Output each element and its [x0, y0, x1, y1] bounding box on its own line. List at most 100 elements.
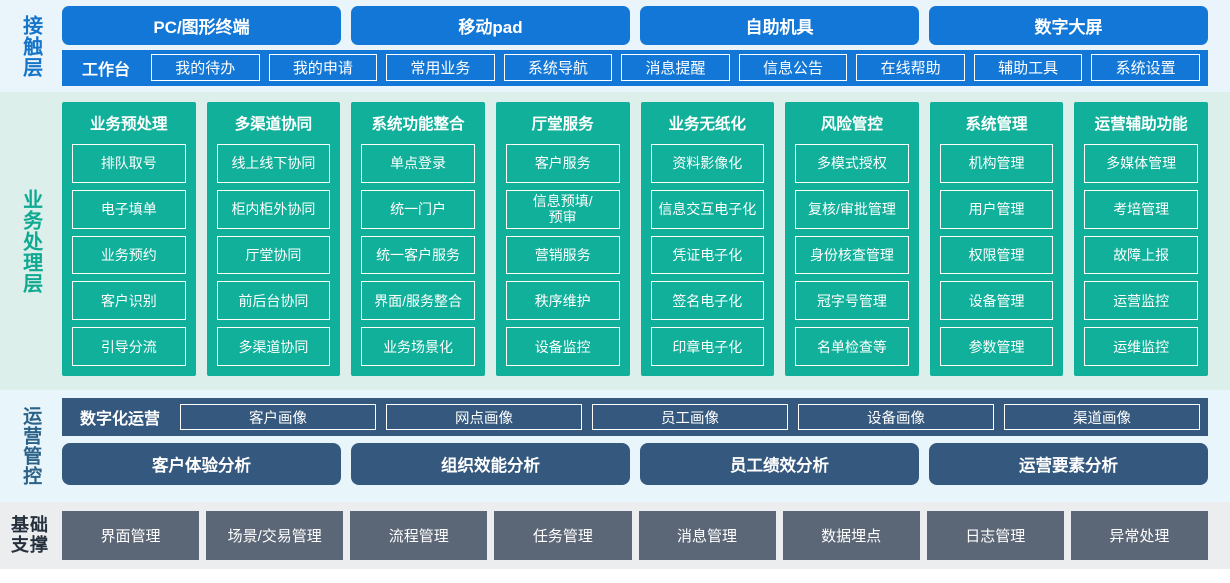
- business-item[interactable]: 业务场景化: [361, 327, 475, 366]
- column-title: 业务预处理: [90, 116, 168, 133]
- business-item[interactable]: 权限管理: [939, 235, 1054, 275]
- menu-item-my-todo[interactable]: 我的待办: [151, 54, 260, 82]
- terminal-card-pad[interactable]: 移动pad: [351, 6, 630, 45]
- business-item[interactable]: 引导分流: [72, 327, 186, 366]
- foundation-exception-handling[interactable]: 异常处理: [1070, 511, 1208, 560]
- business-item[interactable]: 统一客户服务: [361, 235, 475, 275]
- foundation-layer-label: 基础 支撑: [0, 502, 60, 569]
- terminal-card-kiosk[interactable]: 自助机具: [640, 6, 919, 45]
- portrait-customer[interactable]: 客户画像: [180, 404, 377, 430]
- business-item[interactable]: 印章电子化: [650, 327, 765, 366]
- business-item[interactable]: 冠字号管理: [795, 281, 909, 321]
- business-item[interactable]: 单点登录: [361, 144, 475, 183]
- analysis-organization-efficiency[interactable]: 组织效能分析: [351, 443, 630, 485]
- column-title: 系统管理: [965, 116, 1028, 133]
- column-title: 系统功能整合: [371, 116, 465, 133]
- business-item[interactable]: 签名电子化: [650, 281, 765, 321]
- analysis-customer-experience[interactable]: 客户体验分析: [62, 443, 341, 485]
- business-item[interactable]: 信息预填/ 预审: [505, 189, 620, 229]
- menu-item-aux-tools[interactable]: 辅助工具: [973, 54, 1083, 82]
- business-item[interactable]: 客户识别: [72, 281, 186, 321]
- menu-item-message-alert[interactable]: 消息提醒: [621, 54, 730, 82]
- business-item[interactable]: 复核/审批管理: [795, 189, 909, 229]
- business-item[interactable]: 运维监控: [1084, 327, 1198, 366]
- business-item[interactable]: 资料影像化: [650, 144, 765, 183]
- business-item[interactable]: 多渠道协同: [216, 327, 331, 366]
- business-layer-body: 业务预处理 排队取号 电子填单 业务预约 客户识别 引导分流 多渠道协同 线上线…: [60, 92, 1230, 390]
- business-item[interactable]: 业务预约: [72, 235, 186, 275]
- foundation-label-line1: 基础: [11, 514, 49, 535]
- menu-item-online-help[interactable]: 在线帮助: [856, 54, 965, 82]
- business-item[interactable]: 电子填单: [72, 189, 186, 229]
- terminal-card-screen[interactable]: 数字大屏: [929, 6, 1208, 45]
- business-columns: 业务预处理 排队取号 电子填单 业务预约 客户识别 引导分流 多渠道协同 线上线…: [62, 102, 1208, 376]
- foundation-data-tracking[interactable]: 数据埋点: [782, 511, 920, 560]
- business-column-paperless: 业务无纸化 资料影像化 信息交互电子化 凭证电子化 签名电子化 印章电子化: [640, 102, 775, 376]
- business-column-integration: 系统功能整合 单点登录 统一门户 统一客户服务 界面/服务整合 业务场景化: [351, 102, 485, 376]
- business-layer-label: 业务处理层: [19, 188, 42, 294]
- business-item[interactable]: 信息交互电子化: [650, 189, 765, 229]
- contact-layer-label: 接触层: [19, 14, 42, 78]
- operations-layer: 运营管控 数字化运营 客户画像 网点画像 员工画像 设备画像 渠道画像 客户体验…: [0, 390, 1230, 502]
- business-column-ops-support: 运营辅助功能 多媒体管理 考培管理 故障上报 运营监控 运维监控: [1074, 102, 1208, 376]
- digital-operations-label: 数字化运营: [80, 411, 161, 428]
- business-item[interactable]: 凭证电子化: [650, 235, 765, 275]
- business-layer: 业务处理层 业务预处理 排队取号 电子填单 业务预约 客户识别 引导分流 多渠道…: [0, 92, 1230, 390]
- terminal-row: PC/图形终端 移动pad 自助机具 数字大屏: [62, 6, 1208, 45]
- business-item[interactable]: 厅堂协同: [216, 235, 331, 275]
- foundation-row: 界面管理 场景/交易管理 流程管理 任务管理 消息管理 数据埋点 日志管理 异常…: [62, 511, 1208, 560]
- foundation-ui-mgmt[interactable]: 界面管理: [62, 511, 200, 560]
- terminal-card-pc[interactable]: PC/图形终端: [62, 6, 341, 45]
- column-title: 多渠道协同: [234, 116, 313, 133]
- business-item[interactable]: 多模式授权: [795, 144, 909, 183]
- analysis-operation-elements[interactable]: 运营要素分析: [929, 443, 1208, 485]
- business-item[interactable]: 排队取号: [72, 144, 186, 183]
- contact-layer: 接触层 PC/图形终端 移动pad 自助机具 数字大屏 工作台 我的待办 我的申…: [0, 0, 1230, 92]
- business-item[interactable]: 营销服务: [505, 235, 620, 275]
- business-item[interactable]: 秩序维护: [505, 281, 620, 321]
- portrait-channel[interactable]: 渠道画像: [1004, 404, 1201, 430]
- business-item[interactable]: 设备监控: [505, 327, 620, 366]
- business-item[interactable]: 柜内柜外协同: [216, 189, 331, 229]
- business-column-risk-control: 风险管控 多模式授权 复核/审批管理 身份核查管理 冠字号管理 名单检查等: [785, 102, 919, 376]
- portrait-staff[interactable]: 员工画像: [592, 404, 789, 430]
- business-item[interactable]: 前后台协同: [216, 281, 331, 321]
- portrait-device[interactable]: 设备画像: [798, 404, 995, 430]
- operations-layer-body: 数字化运营 客户画像 网点画像 员工画像 设备画像 渠道画像 客户体验分析 组织…: [60, 390, 1230, 502]
- business-item[interactable]: 界面/服务整合: [361, 281, 475, 321]
- business-item[interactable]: 用户管理: [939, 189, 1054, 229]
- workbench-bar: 工作台 我的待办 我的申请 常用业务 系统导航 消息提醒 信息公告 在线帮助 辅…: [62, 49, 1208, 86]
- business-item[interactable]: 身份核查管理: [795, 235, 909, 275]
- foundation-scene-transaction-mgmt[interactable]: 场景/交易管理: [206, 511, 344, 560]
- business-item[interactable]: 机构管理: [939, 144, 1054, 183]
- business-item[interactable]: 考培管理: [1084, 189, 1198, 229]
- business-item[interactable]: 多媒体管理: [1084, 144, 1198, 183]
- business-item[interactable]: 线上线下协同: [216, 144, 331, 183]
- menu-item-announcement[interactable]: 信息公告: [738, 54, 848, 82]
- business-item[interactable]: 运营监控: [1084, 281, 1198, 321]
- column-title: 厅堂服务: [531, 116, 594, 133]
- operations-layer-label: 运营管控: [20, 406, 42, 486]
- menu-item-system-settings[interactable]: 系统设置: [1091, 54, 1200, 82]
- business-item[interactable]: 名单检查等: [795, 327, 909, 366]
- analysis-row: 客户体验分析 组织效能分析 员工绩效分析 运营要素分析: [62, 443, 1208, 485]
- menu-item-system-nav[interactable]: 系统导航: [503, 54, 613, 82]
- business-column-multichannel: 多渠道协同 线上线下协同 柜内柜外协同 厅堂协同 前后台协同 多渠道协同: [206, 102, 341, 376]
- business-column-system-mgmt: 系统管理 机构管理 用户管理 权限管理 设备管理 参数管理: [929, 102, 1064, 376]
- foundation-log-mgmt[interactable]: 日志管理: [926, 511, 1064, 560]
- foundation-task-mgmt[interactable]: 任务管理: [494, 511, 632, 560]
- business-item[interactable]: 统一门户: [361, 189, 475, 229]
- business-item[interactable]: 客户服务: [505, 144, 620, 183]
- analysis-staff-performance[interactable]: 员工绩效分析: [640, 443, 919, 485]
- business-item[interactable]: 参数管理: [939, 327, 1054, 366]
- menu-item-my-application[interactable]: 我的申请: [268, 54, 378, 82]
- business-item[interactable]: 设备管理: [939, 281, 1054, 321]
- menu-item-common-business[interactable]: 常用业务: [386, 54, 495, 82]
- foundation-message-mgmt[interactable]: 消息管理: [638, 511, 776, 560]
- foundation-process-mgmt[interactable]: 流程管理: [350, 511, 488, 560]
- portrait-branch[interactable]: 网点画像: [386, 404, 583, 430]
- business-item[interactable]: 故障上报: [1084, 235, 1198, 275]
- foundation-layer: 基础 支撑 界面管理 场景/交易管理 流程管理 任务管理 消息管理 数据埋点 日…: [0, 502, 1230, 569]
- business-column-preprocess: 业务预处理 排队取号 电子填单 业务预约 客户识别 引导分流: [62, 102, 196, 376]
